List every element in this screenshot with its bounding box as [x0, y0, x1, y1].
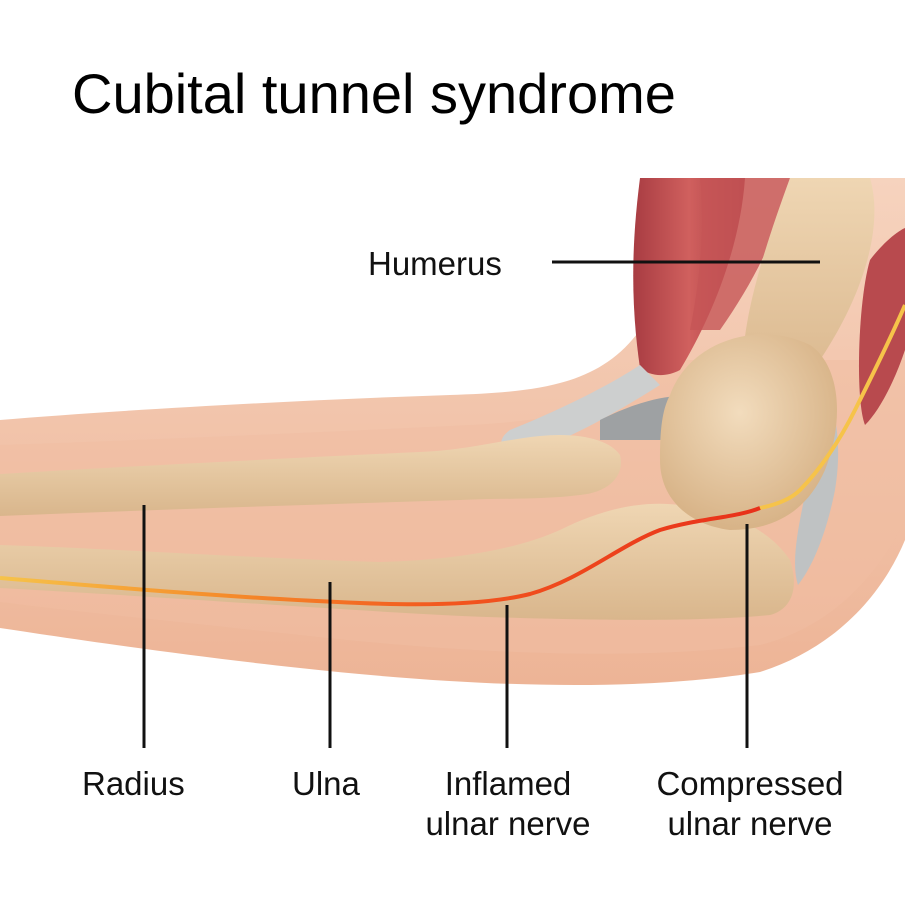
inflamed-nerve-label-line1: Inflamed: [444, 765, 572, 802]
ulna-label-text: Ulna: [292, 765, 360, 802]
ulna-bone: [0, 503, 794, 620]
biceps-tendon: [501, 365, 660, 455]
compressed-nerve-label-line1: Compressed: [656, 765, 844, 802]
humerus-label-text: Humerus: [368, 245, 502, 282]
ulnar-nerve: [0, 506, 761, 607]
humerus-label: Humerus: [368, 244, 502, 284]
leader-lines: [142, 260, 820, 748]
diagram-title: Cubital tunnel syndrome: [72, 62, 676, 125]
humerus-condyle: [660, 334, 837, 530]
inflamed-nerve-label: Inflamed ulnar nerve: [412, 764, 604, 843]
compressed-nerve-label: Compressed ulnar nerve: [640, 764, 860, 843]
ulnar-nerve-proximal: [759, 304, 905, 510]
radius-label: Radius: [82, 764, 185, 804]
biceps-muscle-2: [690, 178, 790, 330]
radius-bone: [0, 434, 621, 516]
compressed-nerve-label-line2: ulnar nerve: [667, 804, 833, 842]
radius-label-text: Radius: [82, 765, 185, 802]
inflamed-nerve-label-line2: ulnar nerve: [425, 804, 591, 842]
ulna-label: Ulna: [292, 764, 360, 804]
